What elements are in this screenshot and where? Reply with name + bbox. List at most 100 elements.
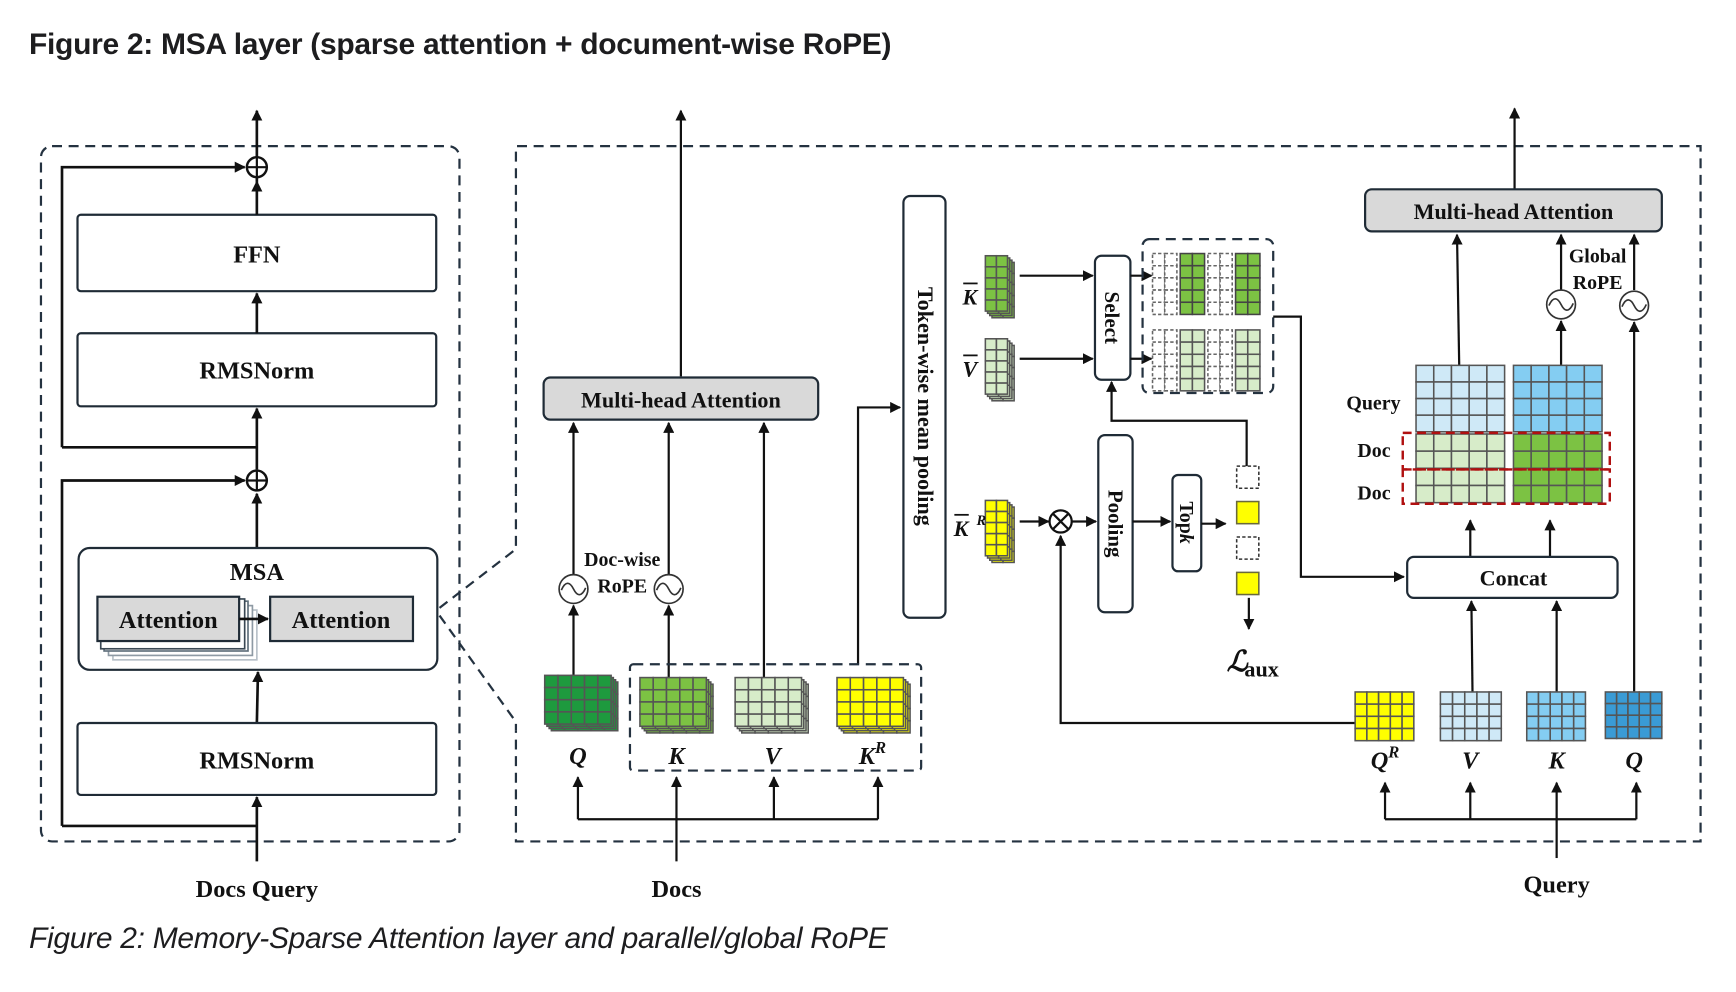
grid-cell — [1512, 364, 1532, 383]
grid-cell — [1530, 397, 1550, 416]
grid-cell — [1163, 264, 1178, 279]
grid-cell — [1565, 467, 1586, 487]
grid-cell — [1207, 264, 1221, 279]
doc-wise-rope-label-1: Doc-wise — [584, 549, 660, 571]
grid-cell — [1463, 727, 1478, 742]
grid-cell — [1649, 726, 1663, 740]
grid-cell — [1488, 703, 1503, 718]
grid-cell — [1468, 484, 1488, 504]
grid-cell — [1151, 264, 1166, 279]
grid-cell — [1207, 301, 1221, 316]
grid-cell — [1207, 365, 1221, 380]
grid-cell — [1565, 381, 1586, 400]
grid-cell — [995, 288, 1009, 301]
grid-cell — [1548, 381, 1568, 400]
grid-cell — [1450, 414, 1470, 433]
grid-cell — [1565, 397, 1586, 416]
grid-cell — [1389, 691, 1403, 705]
grid-cell — [1163, 341, 1178, 356]
grid-cell — [652, 688, 668, 703]
global-rope-icon-q — [1618, 290, 1650, 321]
grid-cell — [984, 254, 998, 268]
grid-cell — [652, 701, 668, 715]
grid-cell — [849, 688, 865, 703]
grid-cell — [1565, 364, 1586, 383]
grid-cell — [1583, 433, 1603, 452]
qr-to-multiply-arrow — [1055, 534, 1356, 725]
grid-cell — [1525, 727, 1540, 742]
grid-cell — [543, 674, 559, 689]
grid-cell — [889, 688, 905, 703]
grid-cell — [1476, 715, 1490, 730]
attention-block-1 — [96, 595, 241, 643]
grid-cell — [570, 711, 586, 725]
grid-cell — [1207, 252, 1221, 267]
grid-cell — [1512, 484, 1532, 504]
concatenated-v-matrix — [1415, 364, 1506, 504]
grid-cell — [1179, 353, 1194, 368]
grid-cell — [984, 277, 998, 290]
grid-cell — [995, 266, 1009, 279]
grid-cell — [1548, 467, 1568, 487]
grid-cell — [1450, 467, 1470, 487]
grid-cell — [1561, 691, 1575, 705]
grid-cell — [1451, 691, 1466, 705]
grid-cell — [570, 686, 586, 701]
grid-cell — [679, 676, 694, 691]
row-label-doc-1: Doc — [1357, 440, 1390, 462]
msa-label: MSA — [230, 559, 285, 586]
grid-cell — [1476, 727, 1490, 742]
grid-cell — [995, 510, 1009, 524]
grid-cell — [1207, 277, 1221, 291]
grid-cell — [1525, 691, 1540, 705]
grid-cell — [1561, 727, 1575, 742]
grid-cell — [692, 688, 708, 703]
k-query-matrix — [1525, 691, 1587, 742]
grid-cell — [1415, 364, 1435, 383]
zoom-connector-top — [438, 493, 518, 609]
grid-cell — [1548, 433, 1568, 452]
grid-cell — [1488, 715, 1503, 730]
add-icon-top — [245, 155, 269, 179]
query-mha-label: Multi-head Attention — [1414, 199, 1614, 224]
grid-cell — [1512, 450, 1532, 470]
grid-cell — [1191, 289, 1206, 304]
grid-cell — [774, 701, 790, 715]
grid-cell — [597, 698, 612, 713]
token-wise-mean-pooling-block — [902, 194, 947, 619]
grid-cell — [1401, 703, 1415, 718]
grid-cell — [849, 701, 865, 715]
kr-to-pooling-arrow — [856, 401, 902, 665]
left-panel: FFN RMSNorm MSA Attention Attention — [39, 109, 461, 903]
grid-cell — [1432, 450, 1453, 470]
vbar-label: V — [962, 354, 979, 381]
grid-cell — [1549, 727, 1563, 742]
grid-cell — [1151, 252, 1166, 267]
grid-cell — [1354, 727, 1368, 742]
grid-cell — [597, 674, 612, 689]
kr-tensor-stack — [836, 676, 911, 734]
grid-cell — [1163, 365, 1178, 380]
grid-cell — [543, 686, 559, 701]
concatenated-k-matrix — [1512, 364, 1603, 504]
kr-label: KR — [858, 738, 886, 770]
rmsnorm-to-msa-arrow — [252, 670, 264, 723]
grid-cell — [1219, 341, 1234, 356]
grid-cell — [1219, 289, 1234, 304]
grid-cell — [1604, 702, 1618, 716]
grid-cell — [1627, 691, 1641, 705]
grid-cell — [1451, 703, 1466, 718]
grid-cell — [1432, 397, 1453, 416]
v-label: V — [765, 743, 783, 770]
grid-cell — [1649, 714, 1663, 728]
grid-cell — [747, 676, 763, 691]
grid-cell — [1179, 341, 1194, 356]
grid-cell — [1572, 727, 1587, 742]
grid-cell — [1377, 727, 1392, 742]
grid-cell — [1450, 484, 1470, 504]
add-icon-middle — [245, 469, 269, 492]
grid-cell — [760, 713, 776, 728]
grid-cell — [692, 701, 708, 715]
grid-cell — [1389, 715, 1403, 730]
global-rope-label-1: Global — [1569, 245, 1627, 267]
